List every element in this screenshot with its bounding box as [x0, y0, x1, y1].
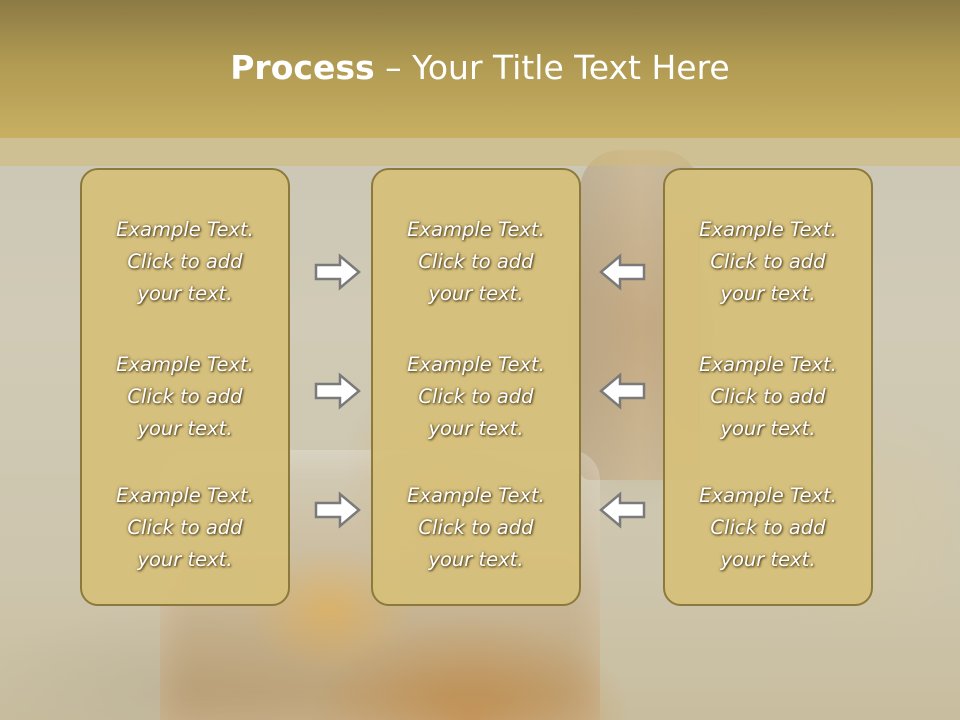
- text-placeholder[interactable]: Example Text. Click to add your text.: [665, 214, 871, 310]
- process-box-right[interactable]: Example Text. Click to add your text. Ex…: [663, 168, 873, 606]
- arrow-left-icon[interactable]: [597, 252, 647, 292]
- text-line: Click to add: [418, 516, 534, 539]
- arrow-right-icon[interactable]: [313, 490, 363, 530]
- text-line: Example Text.: [699, 353, 837, 376]
- text-line: your text.: [428, 548, 524, 571]
- arrow-left-icon[interactable]: [597, 371, 647, 411]
- text-line: Click to add: [710, 250, 826, 273]
- text-line: your text.: [720, 548, 816, 571]
- arrow-right-icon[interactable]: [313, 371, 363, 411]
- text-line: your text.: [137, 548, 233, 571]
- text-line: Example Text.: [116, 353, 254, 376]
- title-bar: [0, 0, 960, 138]
- text-line: Example Text.: [407, 484, 545, 507]
- text-placeholder[interactable]: Example Text. Click to add your text.: [373, 480, 579, 576]
- arrow-right-icon[interactable]: [313, 252, 363, 292]
- title-strip: [0, 138, 960, 166]
- text-line: Click to add: [710, 385, 826, 408]
- text-line: Click to add: [127, 516, 243, 539]
- process-box-left[interactable]: Example Text. Click to add your text. Ex…: [80, 168, 290, 606]
- arrow-left-icon[interactable]: [597, 490, 647, 530]
- text-line: Example Text.: [699, 484, 837, 507]
- text-line: Example Text.: [407, 353, 545, 376]
- title-strong: Process: [230, 48, 375, 87]
- text-placeholder[interactable]: Example Text. Click to add your text.: [373, 214, 579, 310]
- text-line: your text.: [720, 282, 816, 305]
- process-box-middle[interactable]: Example Text. Click to add your text. Ex…: [371, 168, 581, 606]
- text-line: your text.: [428, 417, 524, 440]
- text-line: your text.: [428, 282, 524, 305]
- text-placeholder[interactable]: Example Text. Click to add your text.: [82, 349, 288, 445]
- text-line: your text.: [137, 417, 233, 440]
- text-line: Example Text.: [699, 218, 837, 241]
- text-line: Click to add: [127, 385, 243, 408]
- text-placeholder[interactable]: Example Text. Click to add your text.: [82, 480, 288, 576]
- text-line: Example Text.: [116, 484, 254, 507]
- text-line: Click to add: [127, 250, 243, 273]
- text-line: Click to add: [418, 385, 534, 408]
- text-line: Click to add: [418, 250, 534, 273]
- text-line: Example Text.: [407, 218, 545, 241]
- text-placeholder[interactable]: Example Text. Click to add your text.: [665, 480, 871, 576]
- text-line: your text.: [137, 282, 233, 305]
- text-line: Click to add: [710, 516, 826, 539]
- text-placeholder[interactable]: Example Text. Click to add your text.: [665, 349, 871, 445]
- text-line: your text.: [720, 417, 816, 440]
- text-placeholder[interactable]: Example Text. Click to add your text.: [82, 214, 288, 310]
- slide-title[interactable]: Process – Your Title Text Here: [0, 48, 960, 87]
- title-rest: – Your Title Text Here: [374, 48, 730, 87]
- text-placeholder[interactable]: Example Text. Click to add your text.: [373, 349, 579, 445]
- text-line: Example Text.: [116, 218, 254, 241]
